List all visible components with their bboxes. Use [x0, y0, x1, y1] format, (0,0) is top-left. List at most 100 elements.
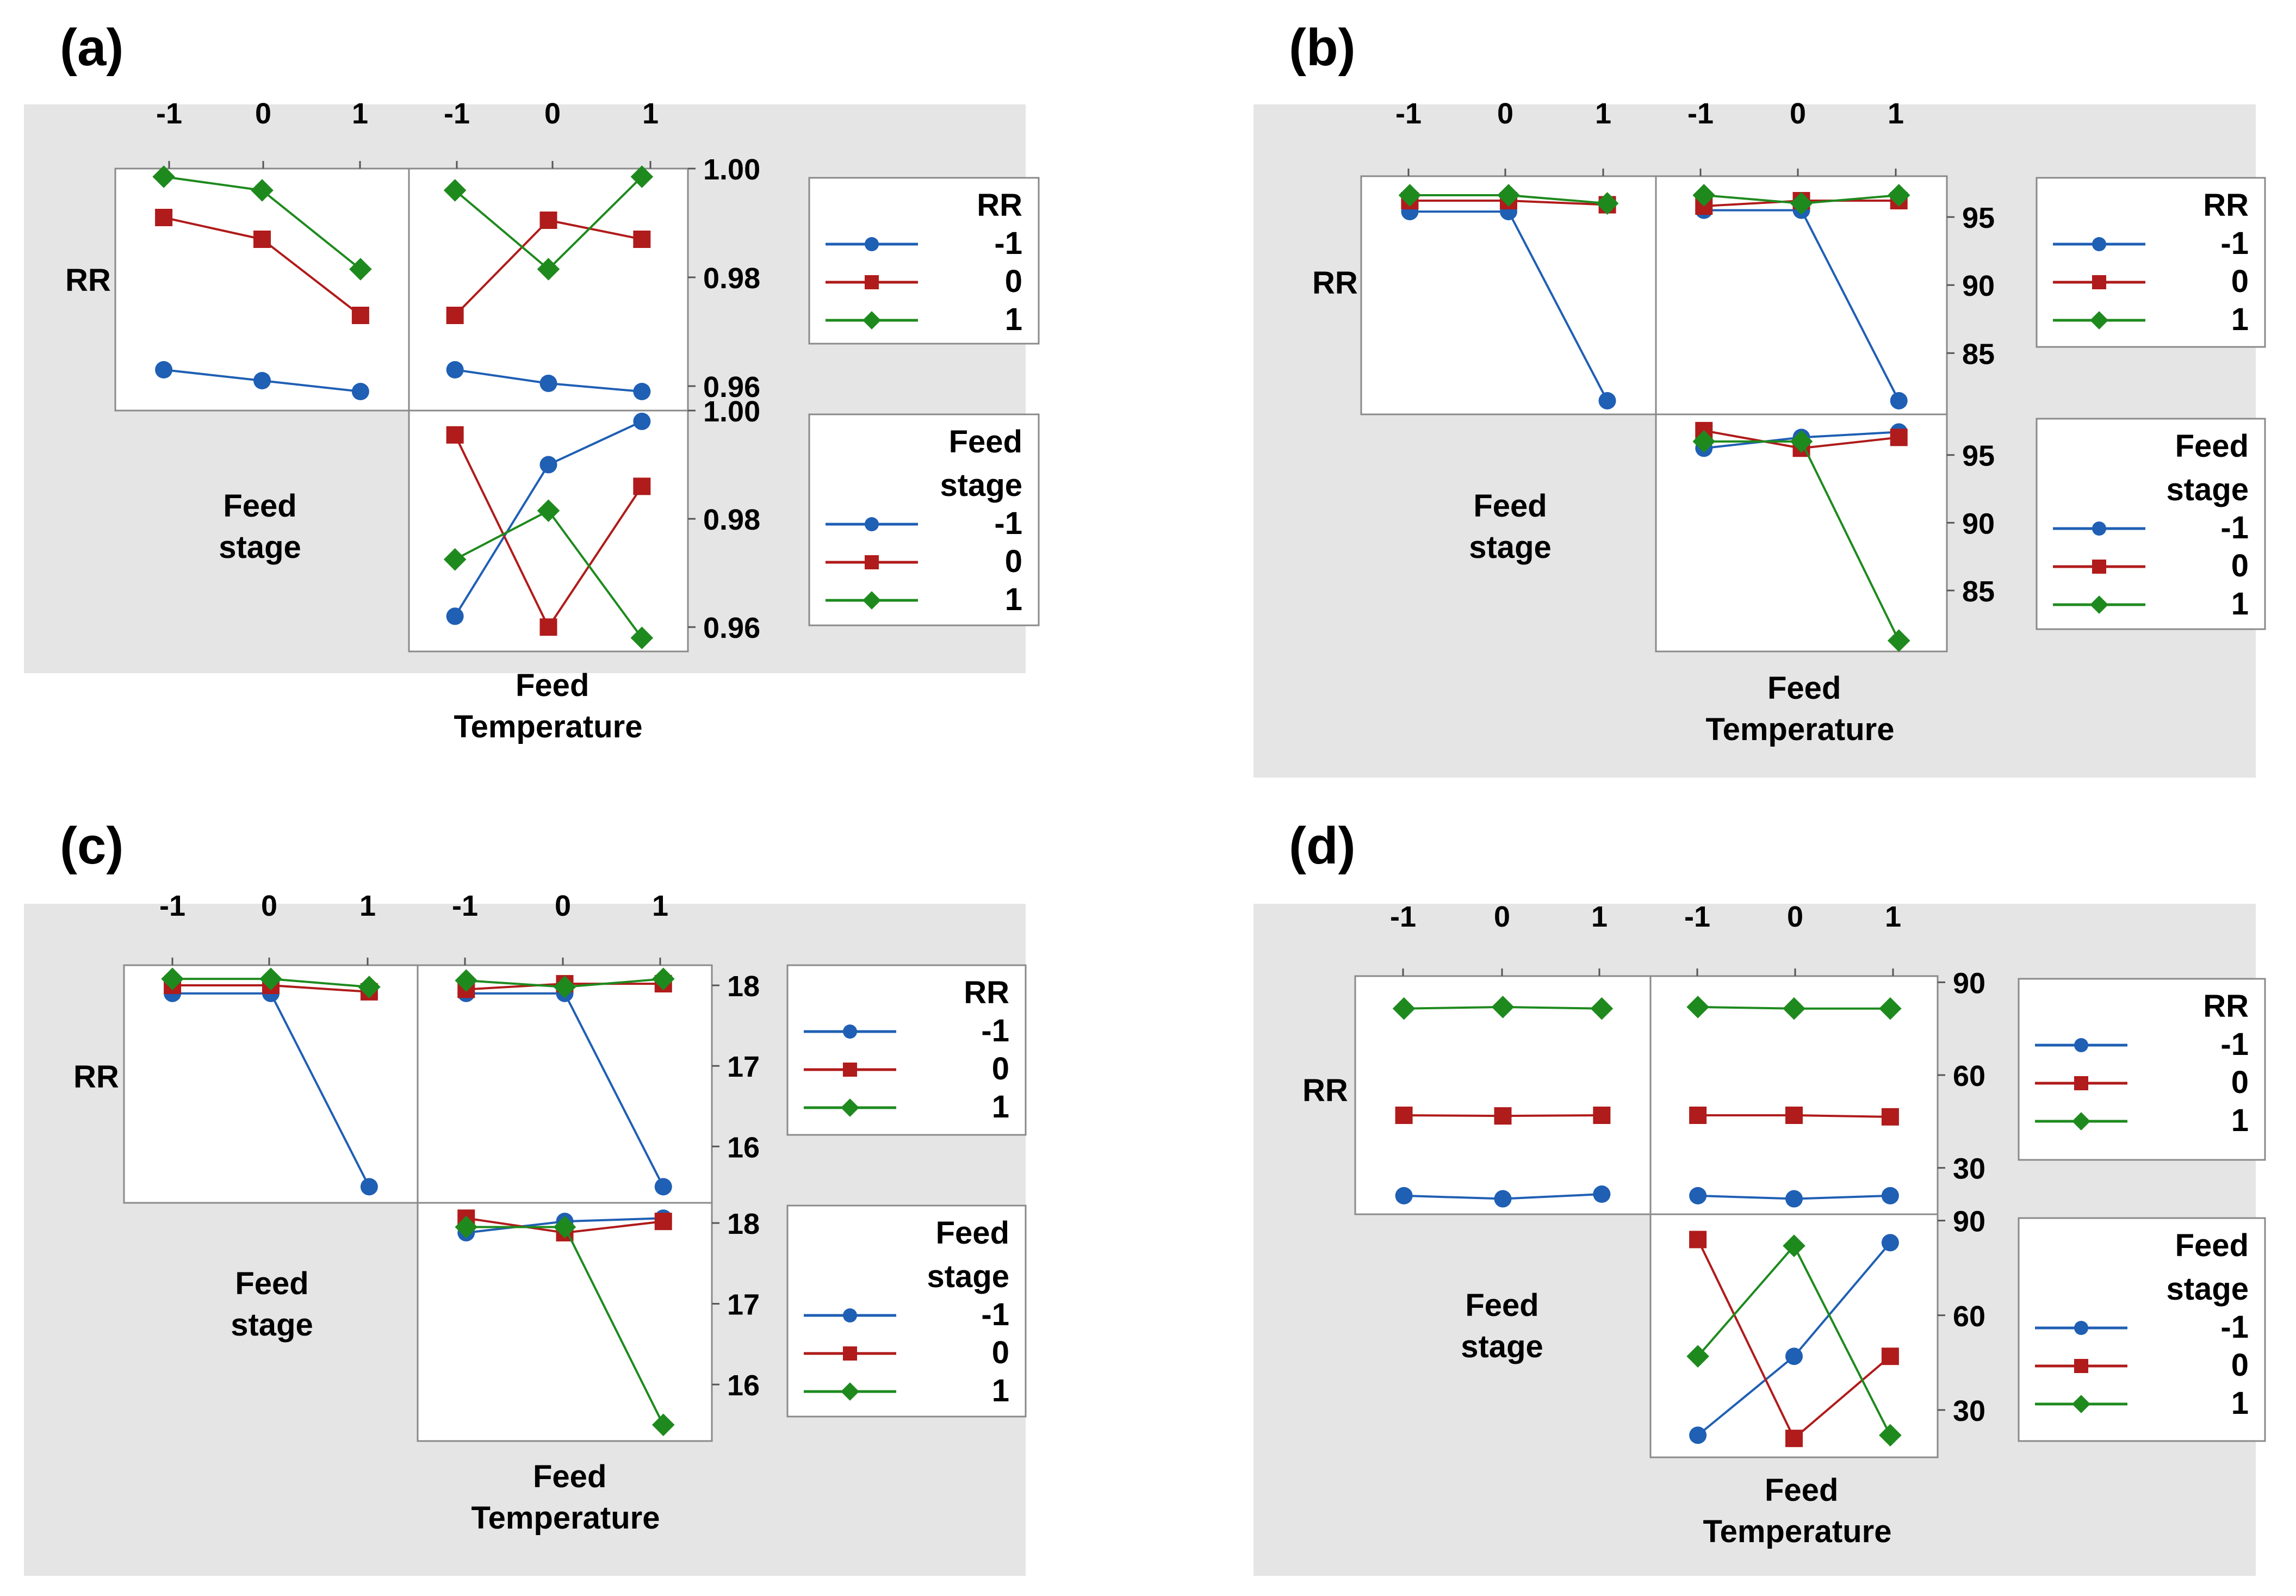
row-label: RR	[1312, 265, 1358, 301]
x-tick-label: -1	[452, 890, 478, 922]
data-point-top-right--1	[1785, 1190, 1803, 1208]
data-point-top-left-1	[1497, 184, 1520, 207]
legend-marker	[865, 555, 879, 569]
data-point-bottom-right-0	[654, 1213, 672, 1231]
y-tick-label: 30	[1953, 1153, 1985, 1185]
legend-title: Feed	[2175, 1228, 2249, 1263]
data-point-bottom-right-1	[1686, 1345, 1709, 1368]
data-point-top-right-1	[630, 165, 654, 188]
y-tick-label: 18	[727, 970, 760, 1003]
data-point-top-right--1	[539, 375, 557, 392]
data-point-bottom-right-1	[1879, 1424, 1902, 1447]
legend-marker	[865, 517, 879, 531]
y-tick-label: 1.00	[703, 153, 760, 186]
data-point-bottom-right-1	[537, 499, 560, 522]
y-tick-label: 16	[727, 1369, 760, 1402]
legend-marker	[2072, 1112, 2090, 1131]
data-point-top-left--1	[253, 372, 271, 389]
legend-box-0	[2036, 177, 2266, 348]
data-point-bottom-right-1	[553, 1215, 576, 1239]
plot-frame-top-left	[123, 964, 419, 1204]
data-point-top-left--1	[351, 383, 369, 400]
x-tick-label: 0	[544, 97, 561, 130]
y-tick-label: 0.98	[703, 262, 760, 295]
data-point-top-left-1	[1590, 997, 1614, 1020]
data-point-top-left-1	[1398, 184, 1422, 207]
row-label: RR	[73, 1059, 119, 1095]
x-tick-label: 1	[1591, 901, 1608, 933]
data-point-top-right--1	[1689, 1187, 1707, 1204]
legend-marker	[2090, 595, 2108, 614]
x-tick-label: 0	[555, 890, 571, 922]
data-point-top-left-1	[161, 967, 184, 990]
legend-entry-label: -1	[2220, 1309, 2249, 1345]
legend-title: RR	[964, 975, 1009, 1010]
data-point-top-left-1	[1392, 997, 1416, 1020]
y-tick-label: 60	[1953, 1060, 1985, 1092]
data-point-bottom-right--1	[539, 456, 557, 474]
data-point-top-right-1	[651, 967, 675, 990]
y-tick-label: 0.96	[703, 371, 760, 403]
column-label-feed-stage: stage	[219, 530, 301, 565]
legend-marker	[2074, 1359, 2088, 1373]
legend-entry-label: 1	[1005, 302, 1022, 337]
legend-title: Feed	[936, 1215, 1009, 1251]
legend-title: stage	[940, 468, 1022, 503]
legend-marker	[865, 275, 879, 289]
column-label-feed-stage: Feed	[235, 1266, 308, 1301]
data-point-bottom-right-0	[1689, 1231, 1707, 1249]
data-point-bottom-right-1	[1790, 430, 1813, 453]
y-tick-label: 95	[1962, 202, 1995, 234]
row-label: RR	[1302, 1073, 1348, 1108]
legend-entry-label: 1	[2231, 586, 2249, 622]
data-point-top-left-0	[155, 209, 173, 226]
panel-label: (a)	[60, 18, 123, 77]
legend-marker	[841, 1382, 859, 1401]
y-tick-label: 0.96	[703, 612, 760, 644]
legend-entry-label: -1	[994, 506, 1022, 541]
y-tick-label: 85	[1962, 575, 1995, 608]
column-label-feed-stage: stage	[1461, 1329, 1543, 1364]
legend-entry-label: -1	[981, 1013, 1009, 1048]
data-point-bottom-right--1	[633, 412, 651, 430]
legend-marker	[843, 1346, 857, 1361]
x-tick-label: 0	[1494, 901, 1510, 933]
legend-marker	[2074, 1038, 2088, 1052]
data-point-top-left--1	[1598, 392, 1616, 409]
x-tick-label: -1	[1687, 97, 1714, 130]
data-point-bottom-right-1	[1692, 430, 1716, 453]
legend-entry-label: 1	[2231, 1103, 2249, 1138]
data-point-bottom-right--1	[1689, 1426, 1707, 1444]
x-tick-label: 1	[359, 890, 376, 922]
column-label-feed-stage: stage	[1469, 530, 1552, 565]
data-point-bottom-right-1	[630, 626, 654, 649]
legend-marker	[2090, 311, 2108, 330]
data-point-top-right-0	[539, 212, 557, 229]
data-point-bottom-right-1	[1887, 629, 1910, 652]
x-tick-label: -1	[444, 97, 470, 130]
plot-frame-top-right	[417, 964, 713, 1204]
data-point-top-right-0	[1785, 1106, 1803, 1124]
data-point-top-right-1	[553, 976, 576, 998]
legend-title: stage	[2166, 472, 2249, 507]
data-point-top-left--1	[155, 361, 173, 378]
data-point-top-left--1	[1395, 1187, 1413, 1204]
legend-title: Feed	[2175, 429, 2249, 464]
column-label-feed-temperature: Temperature	[454, 709, 642, 744]
panel-label: (d)	[1289, 817, 1356, 875]
data-point-bottom-right-0	[539, 618, 557, 636]
column-label-feed-temperature: Feed	[1765, 1473, 1838, 1508]
legend-title: Feed	[949, 424, 1022, 459]
data-point-top-right-1	[537, 258, 560, 281]
column-label-feed-temperature: Temperature	[1705, 712, 1894, 747]
data-point-top-right--1	[1890, 392, 1908, 409]
legend-title: stage	[2166, 1271, 2249, 1307]
column-label-feed-temperature: Feed	[516, 668, 589, 703]
data-point-top-right-0	[1689, 1106, 1707, 1124]
y-tick-label: 60	[1953, 1300, 1985, 1333]
legend-entry-label: 1	[1005, 582, 1022, 617]
data-point-top-right-1	[1686, 996, 1709, 1019]
